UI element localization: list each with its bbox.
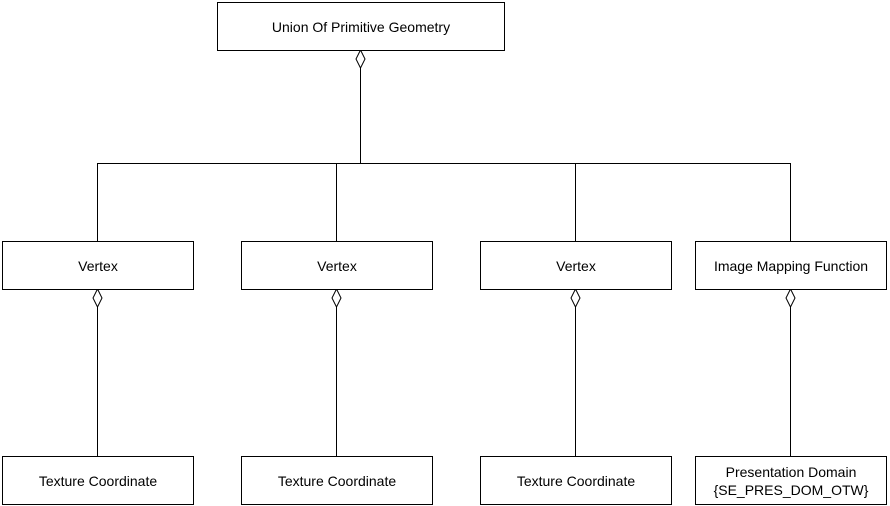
root-class-label: Union Of Primitive Geometry bbox=[271, 18, 451, 35]
vertex-class-label-1: Vertex bbox=[78, 257, 118, 274]
child-aggregation-diamond-1 bbox=[92, 287, 103, 309]
image-mapping-function-label: Image Mapping Function bbox=[713, 257, 869, 274]
vertex-class-label-3: Vertex bbox=[556, 257, 596, 274]
presentation-domain-value: {SE_PRES_DOM_OTW} bbox=[713, 481, 869, 498]
presentation-domain-box: Presentation Domain {SE_PRES_DOM_OTW} bbox=[695, 456, 887, 505]
texture-coordinate-box-3: Texture Coordinate bbox=[480, 456, 672, 505]
image-mapping-function-box: Image Mapping Function bbox=[695, 241, 887, 290]
root-aggregation-diamond bbox=[355, 48, 366, 70]
vertex-class-box-3: Vertex bbox=[480, 241, 672, 290]
child-aggregation-diamond-4 bbox=[785, 287, 796, 309]
texture-coordinate-box-1: Texture Coordinate bbox=[2, 456, 194, 505]
vertex-class-box-1: Vertex bbox=[2, 241, 194, 290]
vertex-class-box-2: Vertex bbox=[241, 241, 433, 290]
texture-coordinate-label-1: Texture Coordinate bbox=[38, 472, 158, 489]
child-aggregation-diamond-3 bbox=[570, 287, 581, 309]
child-aggregation-diamond-2 bbox=[331, 287, 342, 309]
vertex-class-label-2: Vertex bbox=[317, 257, 357, 274]
texture-coordinate-label-3: Texture Coordinate bbox=[516, 472, 636, 489]
root-class-box: Union Of Primitive Geometry bbox=[217, 2, 505, 51]
texture-coordinate-label-2: Texture Coordinate bbox=[277, 472, 397, 489]
presentation-domain-label: Presentation Domain bbox=[725, 463, 857, 480]
texture-coordinate-box-2: Texture Coordinate bbox=[241, 456, 433, 505]
